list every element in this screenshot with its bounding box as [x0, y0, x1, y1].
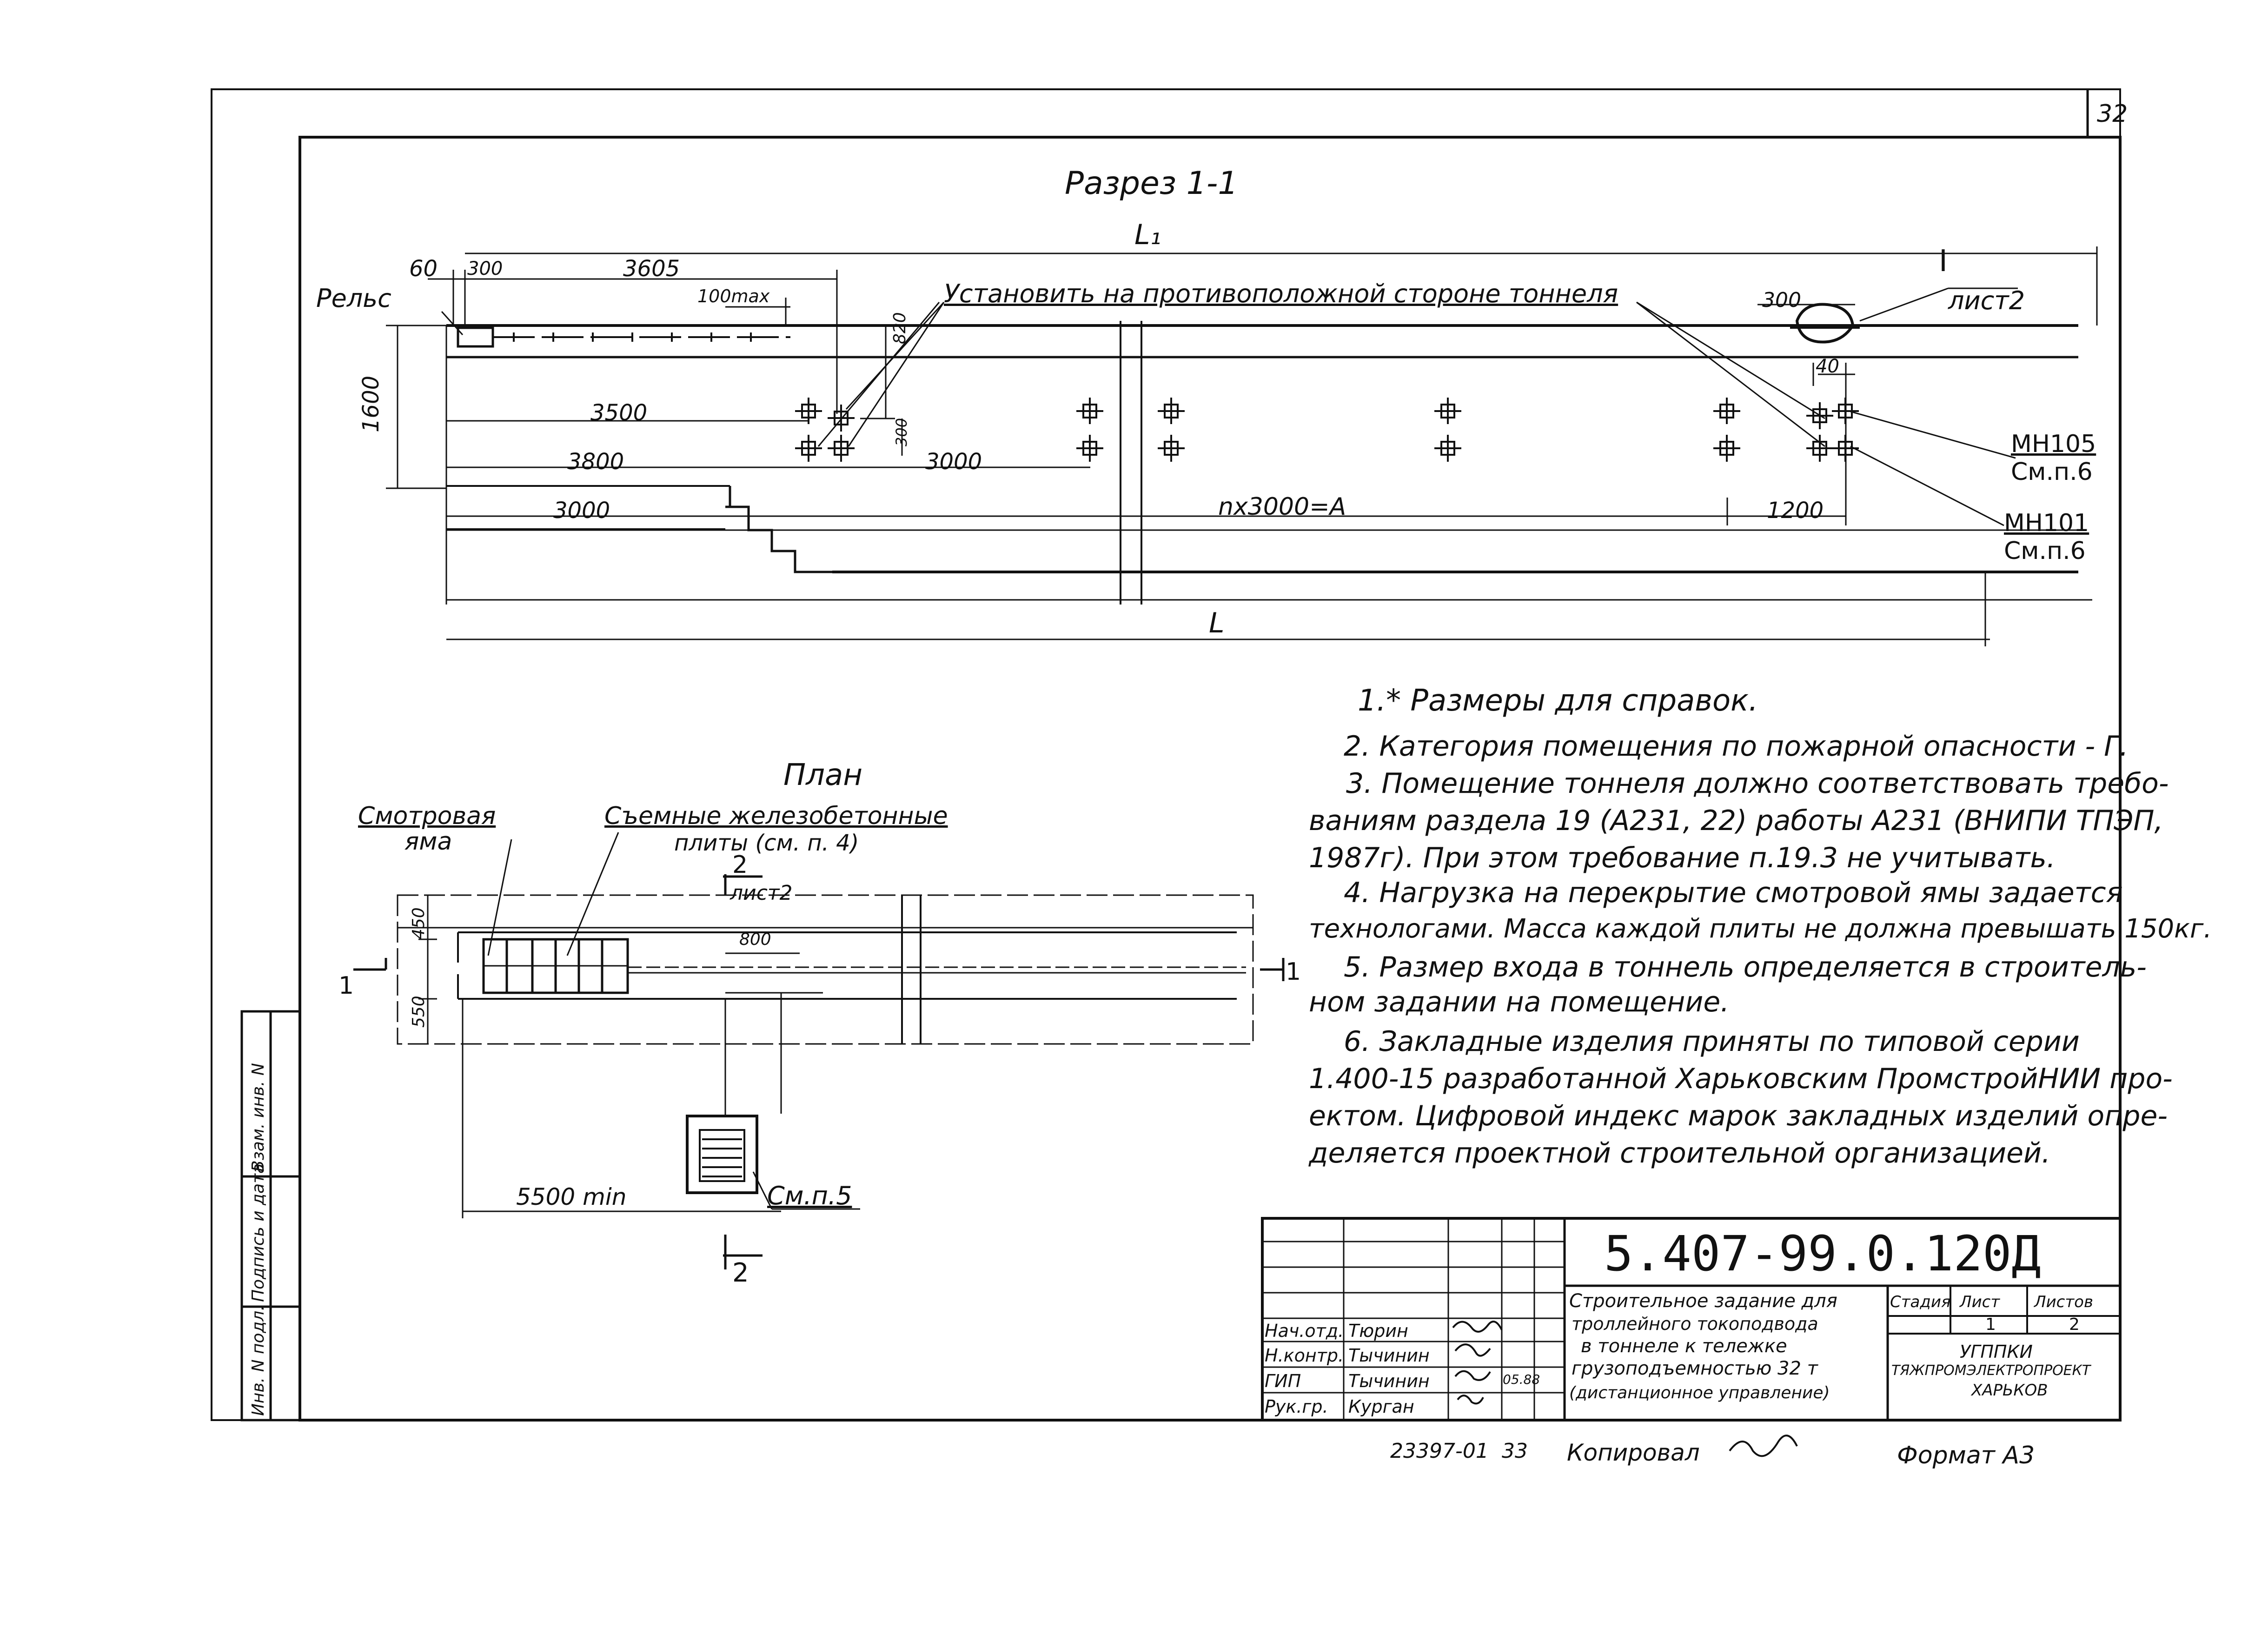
cut2-top-num: 2: [732, 851, 748, 879]
staff-role-2: Н.контр.: [1265, 1345, 1344, 1366]
staff-name-2: Тычинин: [1348, 1345, 1430, 1366]
note-4: 4. Нагрузка на перекрытие смотровой ямы …: [1344, 877, 2123, 909]
dim-300-vert: 300: [893, 418, 910, 446]
doc-desc-5: (дистанционное управление): [1569, 1383, 1830, 1402]
org-line-1: УГППКИ: [1960, 1342, 2033, 1362]
staff-name-4: Курган: [1348, 1396, 1414, 1417]
page-code: 33: [1502, 1439, 1528, 1463]
dim-3500: 3500: [590, 400, 648, 426]
dim-5500: 5500 min: [516, 1183, 627, 1210]
doc-code: 5.407-99.0.120Д: [1604, 1225, 2041, 1282]
sheet-header: Лист: [1960, 1293, 2000, 1311]
staff-name-3: Тычинин: [1348, 1371, 1430, 1391]
dim-100max: 100max: [697, 286, 770, 306]
staff-role-3: ГИП: [1265, 1371, 1301, 1391]
dim-300-left: 300: [467, 258, 503, 279]
staff-role-1: Нач.отд.: [1265, 1321, 1344, 1341]
rail-right: [1795, 303, 1855, 344]
sheets-header: Листов: [2034, 1293, 2094, 1311]
sheets-value: 2: [2069, 1315, 2080, 1334]
cut1-left: 1: [338, 972, 354, 1000]
dim-3605: 3605: [623, 256, 680, 282]
note-3: 3. Помещение тоннеля должно соответствов…: [1346, 767, 2169, 800]
copied-label: Копировал: [1567, 1439, 1700, 1466]
mark-mn105-ref: См.п.6: [2011, 458, 2093, 486]
note-6-line-4: деляется проектной строительной организа…: [1309, 1137, 2051, 1169]
dim-550: 550: [409, 996, 428, 1028]
org-line-2: ТЯЖПРОМЭЛЕКТРОПРОЕКТ: [1891, 1362, 2091, 1379]
rail-left: [457, 326, 494, 348]
mark-mn101-ref: См.п.6: [2004, 537, 2086, 565]
date-short: 05.88: [1503, 1372, 1540, 1387]
signatures: [1452, 1321, 1798, 1457]
dim-820: 820: [890, 312, 909, 344]
section-1-1-linework: [386, 246, 2098, 646]
rail-label: Рельс: [316, 284, 391, 313]
dim-3000-right: 3000: [925, 449, 982, 475]
stage-header: Стадия: [1890, 1293, 1951, 1311]
note-3-line-3: 1987г). При этом требование п.19.3 не уч…: [1309, 842, 2056, 874]
title-block-lines: [1261, 1217, 2122, 1422]
section-title: Разрез 1-1: [1065, 165, 1238, 202]
plan-linework: [353, 832, 1285, 1269]
plan-title: План: [783, 758, 863, 792]
label-l: L: [1209, 607, 1224, 639]
mark-mn105: МН105: [2011, 430, 2096, 458]
pit-label-2: яма: [405, 828, 452, 856]
note-1: 1.* Размеры для справок.: [1358, 684, 1758, 718]
staff-role-4: Рук.гр.: [1265, 1396, 1328, 1417]
side-stamp-signature: Подпись и дата: [249, 1163, 268, 1302]
mark-mn101: МН101: [2004, 509, 2089, 537]
inner-frame: [298, 136, 2122, 1422]
tunnel-entrance: [686, 1115, 758, 1194]
dim-300-right: 300: [1762, 288, 1801, 312]
dim-nx3000: nx3000=A: [1218, 493, 1346, 521]
callout-numeral: I: [1939, 244, 1948, 279]
note-5: 5. Размер входа в тоннель определяется в…: [1344, 951, 2147, 983]
sheet-number: 32: [2097, 100, 2128, 128]
format-label: Формат А3: [1897, 1442, 2035, 1469]
order-no: 23397-01: [1390, 1439, 1489, 1463]
staff-name-1: Тюрин: [1348, 1321, 1408, 1341]
dim-40: 40: [1816, 356, 1839, 377]
callout-sheet: лист2: [1948, 286, 2025, 315]
dim-60: 60: [409, 256, 438, 282]
label-l1: L₁: [1134, 219, 1161, 251]
cut2-bottom-num: 2: [732, 1258, 749, 1288]
side-stamp-replace: Взам. инв. N: [249, 1063, 268, 1172]
dim-1200: 1200: [1767, 498, 1824, 524]
doc-desc-4: грузоподъемностью 32 т: [1572, 1358, 1818, 1379]
doc-desc-1: Строительное задание для: [1569, 1290, 1837, 1312]
dim-800: 800: [739, 930, 771, 949]
side-stamp-inv: Инв. N подл.: [249, 1305, 268, 1416]
dim-1600: 1600: [358, 375, 384, 432]
note-6-line-3: ектом. Цифровой индекс марок закладных и…: [1309, 1100, 2168, 1132]
dim-3000-left: 3000: [553, 498, 610, 524]
note-5-line-2: ном задании на помещение.: [1309, 986, 1730, 1018]
ref-p5: См.п.5: [767, 1181, 852, 1210]
slabs-label-1: Съемные железобетонные: [604, 802, 948, 830]
note-2: 2. Категория помещения по пожарной опасн…: [1344, 730, 2129, 763]
pit-label-1: Смотровая: [358, 802, 496, 830]
note-4-line-2: технологами. Масса каждой плиты не должн…: [1309, 914, 2212, 944]
cut2-top-sheet: лист2: [730, 881, 793, 905]
dim-3800: 3800: [567, 449, 624, 475]
note-6-line-2: 1.400-15 разработанной Харьковским Промс…: [1309, 1063, 2173, 1095]
dim-450: 450: [409, 907, 428, 939]
note-3-line-2: ваниям раздела 19 (А231, 22) работы А231…: [1309, 804, 2163, 837]
org-line-3: ХАРЬКОВ: [1971, 1381, 2048, 1400]
cut1-right: 1: [1286, 958, 1301, 986]
doc-desc-2: троллейного токоподвода: [1572, 1314, 1818, 1334]
note-6: 6. Закладные изделия приняты по типовой …: [1344, 1025, 2080, 1058]
doc-desc-3: в тоннеле к тележке: [1581, 1335, 1787, 1357]
install-note: Установить на противоположной стороне то…: [944, 279, 1618, 308]
slabs-label-2: плиты (см. п. 4): [674, 830, 859, 856]
sheet-value: 1: [1985, 1315, 1996, 1334]
